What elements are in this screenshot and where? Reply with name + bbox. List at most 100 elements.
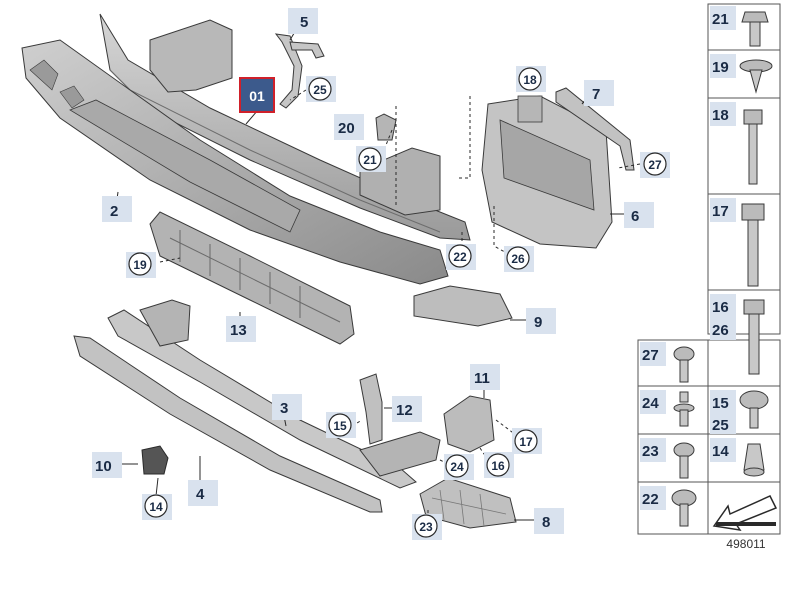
bracket-part-9 [413,285,513,327]
clip-icon-14 [743,443,765,477]
table-cell-27[interactable]: 27 [640,342,666,366]
callout-27[interactable]: 27 [640,152,670,178]
callout-18[interactable]: 18 [516,66,546,92]
highlighted-part-label[interactable]: 01 [239,77,275,113]
callout-15[interactable]: 15 [326,412,356,438]
table-cell-16[interactable]: 16 [710,294,736,318]
lattice-part-13 [149,211,355,345]
bracket-part-11 [443,395,495,453]
table-cell-18[interactable]: 18 [710,102,736,126]
table-cell-23[interactable]: 23 [640,438,666,462]
callout-13[interactable]: 13 [226,316,256,342]
strip-part-7 [555,87,635,171]
callout-14-text: 14 [149,500,163,514]
clip-part-10 [141,445,169,475]
callout-6[interactable]: 6 [624,202,654,228]
callout-26[interactable]: 26 [504,246,534,272]
callout-14[interactable]: 14 [142,494,172,520]
callout-20[interactable]: 20 [334,114,364,140]
callout-7[interactable]: 7 [584,80,614,106]
callout-12[interactable]: 12 [392,396,422,422]
callout-16[interactable]: 16 [484,452,514,478]
callout-22-text: 22 [453,250,467,264]
callout-4-text: 4 [196,486,205,503]
bracket-part-12 [359,373,383,445]
callout-17[interactable]: 17 [512,428,542,454]
fastener-icons [671,11,778,532]
svg-text:24: 24 [642,395,659,412]
highlight-label-text: 01 [249,88,265,104]
screw-icon-27 [673,346,695,383]
table-cell-25[interactable]: 25 [710,414,736,434]
carrier-part-6 [481,95,613,249]
svg-text:22: 22 [642,491,659,508]
direction-arrow-icon [712,495,778,532]
callout-23-text: 23 [419,520,433,534]
callout-11-text: 11 [474,370,490,387]
svg-text:17: 17 [712,203,729,220]
energy-absorber-part-2 [21,39,449,285]
callout-19-text: 19 [133,258,147,272]
callout-10[interactable]: 10 [92,452,122,478]
parts-table-labels: 21 19 18 17 16 26 27 24 15 25 23 14 22 [640,6,736,510]
bolt-icon-18 [743,109,763,185]
table-cell-19[interactable]: 19 [710,54,736,78]
callout-21[interactable]: 21 [356,146,386,172]
callout-7-text: 7 [592,86,600,103]
callout-19[interactable]: 19 [126,252,156,278]
bracket-part-5 [274,33,325,109]
callout-15-text: 15 [333,419,347,433]
callout-12-text: 12 [396,402,413,419]
callout-5[interactable]: 5 [288,8,318,34]
table-cell-15[interactable]: 15 [710,390,736,414]
callout-24[interactable]: 24 [444,454,474,480]
callout-3-text: 3 [280,400,288,417]
callout-20-text: 20 [338,120,355,137]
svg-text:21: 21 [712,11,729,28]
svg-text:16: 16 [712,299,729,316]
screw-icon-15 [739,390,769,429]
table-cell-14[interactable]: 14 [710,438,736,462]
clip-part-20 [375,113,397,141]
callout-27-text: 27 [648,158,662,172]
rivet-icon-24 [673,391,695,427]
table-cell-17[interactable]: 17 [710,198,736,222]
screw-icon-23 [673,442,695,479]
callout-9-text: 9 [534,314,542,331]
callout-13-text: 13 [230,322,247,339]
callout-4[interactable]: 4 [188,480,218,506]
circle-callouts: 25 18 21 27 19 22 26 15 17 24 16 14 23 [126,66,670,540]
callout-10-text: 10 [95,458,112,475]
callout-8[interactable]: 8 [534,508,564,534]
callout-2-text: 2 [110,203,118,220]
svg-text:23: 23 [642,443,659,460]
screw-icon-22 [671,489,697,527]
table-cell-24[interactable]: 24 [640,390,666,414]
callout-22[interactable]: 22 [446,244,476,270]
callout-5-text: 5 [300,14,308,31]
callout-9[interactable]: 9 [526,308,556,334]
screw-icon-19 [739,59,773,94]
svg-text:15: 15 [712,395,729,412]
table-cell-21[interactable]: 21 [710,6,736,30]
table-cell-22[interactable]: 22 [640,486,666,510]
callout-11[interactable]: 11 [470,364,500,390]
callout-21-text: 21 [363,153,377,167]
callout-26-text: 26 [511,252,525,266]
table-cell-26[interactable]: 26 [710,318,736,340]
callout-16-text: 16 [491,459,505,473]
bolt-icon-21 [741,11,769,47]
callout-labels: 5 7 20 2 6 13 9 3 11 12 10 4 8 [92,8,654,534]
callout-17-text: 17 [519,435,533,449]
bolt-icon-16 [743,299,765,375]
svg-text:18: 18 [712,107,729,124]
lower-strip-part-4 [73,335,383,513]
bolt-icon-17 [741,203,765,287]
callout-6-text: 6 [631,208,639,225]
callout-2[interactable]: 2 [102,196,132,222]
callout-23[interactable]: 23 [412,514,442,540]
callout-18-text: 18 [523,73,537,87]
callout-25[interactable]: 25 [306,76,336,102]
callout-3[interactable]: 3 [272,394,302,420]
